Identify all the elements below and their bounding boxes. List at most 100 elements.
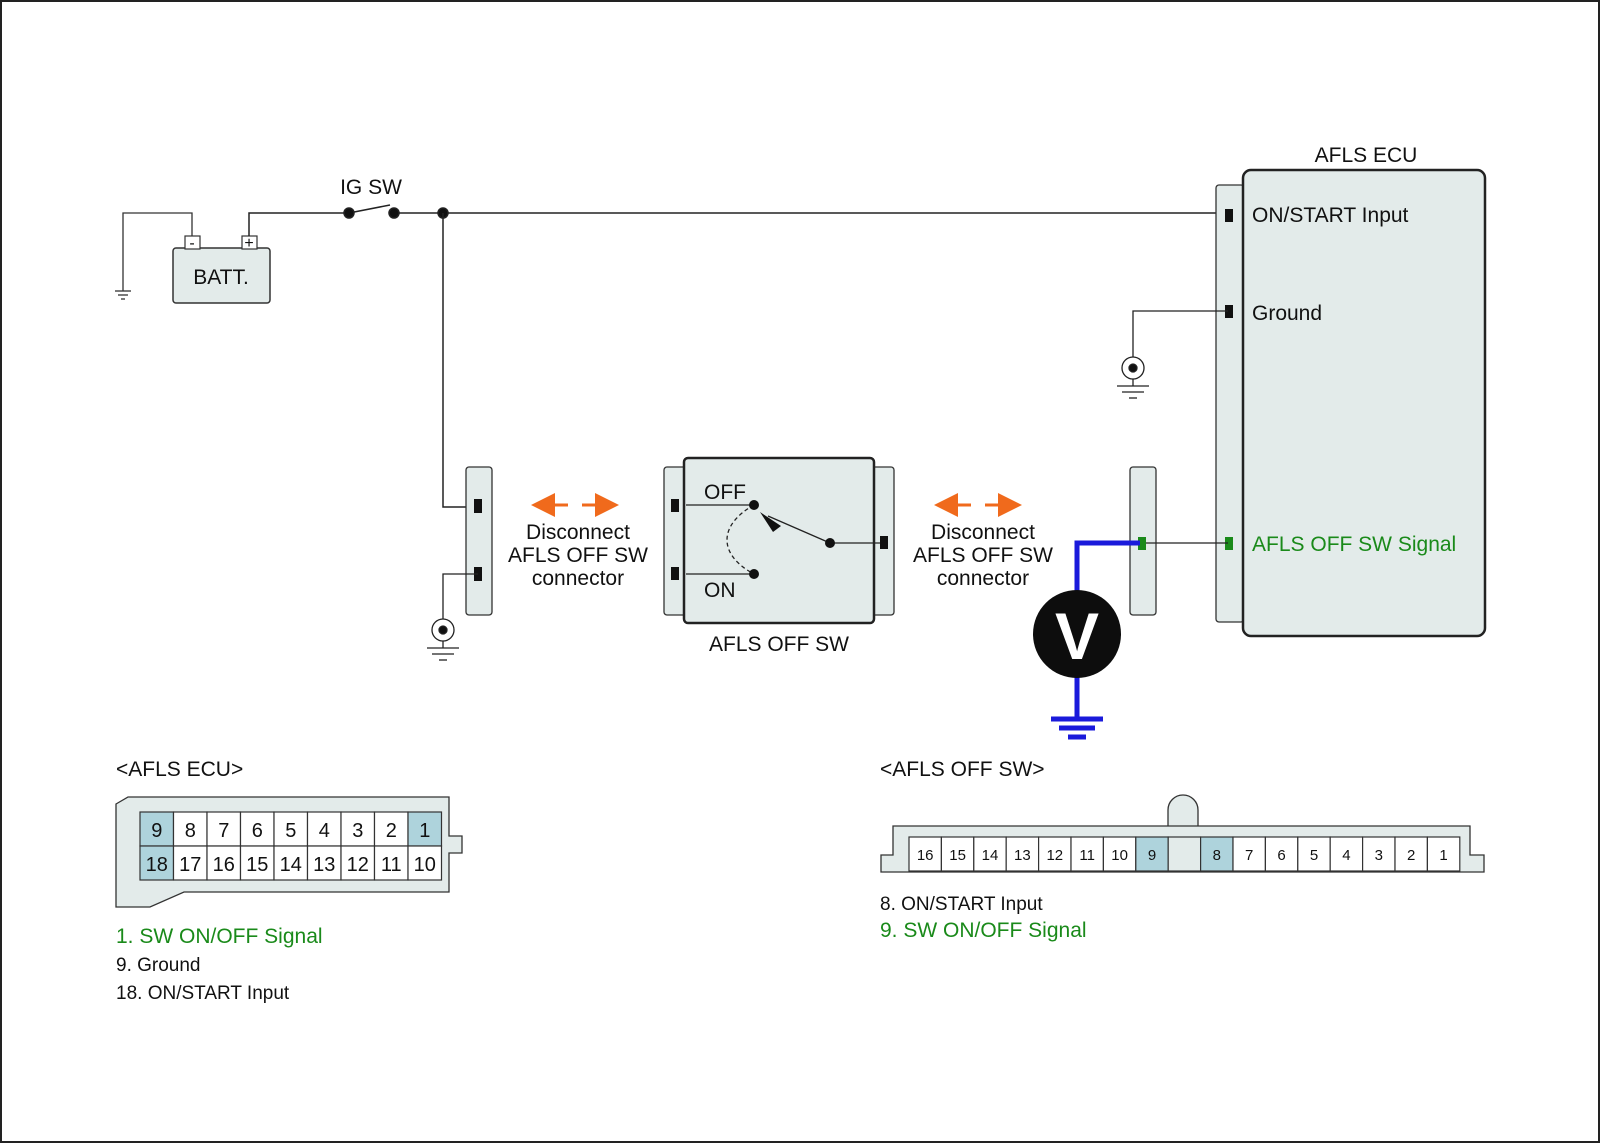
svg-text:connector: connector	[532, 567, 624, 590]
svg-text:15: 15	[246, 854, 268, 876]
sw-pin-2: 2	[1394, 836, 1429, 872]
voltmeter-probe	[1051, 540, 1140, 740]
svg-text:2: 2	[1407, 847, 1415, 864]
ecu-pin-ground: Ground	[1252, 302, 1322, 325]
svg-text:1: 1	[419, 820, 430, 842]
ecu-pin-17: 17	[172, 845, 208, 881]
sw-pin-11: 11	[1070, 836, 1105, 872]
svg-text:11: 11	[381, 854, 402, 876]
sw-legend-2: 9. SW ON/OFF Signal	[880, 919, 1087, 942]
sw-pin-12: 12	[1037, 836, 1072, 872]
svg-text:6: 6	[252, 820, 263, 842]
svg-text:AFLS OFF SW: AFLS OFF SW	[508, 544, 648, 567]
svg-text:1: 1	[1439, 847, 1447, 864]
ecu-pin-5: 5	[273, 811, 309, 847]
left-ground-icon	[427, 573, 478, 661]
svg-text:Disconnect: Disconnect	[526, 521, 630, 544]
ecu-block	[1215, 168, 1487, 638]
ecu-pin-11: 11	[373, 845, 409, 881]
ecu-pin-12: 12	[340, 845, 376, 881]
ecu-pin-13: 13	[306, 845, 342, 881]
svg-text:8: 8	[1213, 847, 1221, 864]
ecu-pin-15: 15	[239, 845, 275, 881]
svg-text:14: 14	[982, 847, 999, 864]
svg-text:5: 5	[285, 820, 296, 842]
disconnect-note-left: Disconnect AFLS OFF SW connector	[508, 521, 648, 590]
ecu-pin-7: 7	[206, 811, 242, 847]
svg-text:5: 5	[1310, 847, 1318, 864]
svg-text:3: 3	[1375, 847, 1383, 864]
ecu-legend-3: 18. ON/START Input	[116, 983, 290, 1004]
sw-pin-4: 4	[1329, 836, 1364, 872]
ecu-pin-3: 3	[340, 811, 376, 847]
right-harness-connector	[1129, 466, 1228, 616]
battery: - + BATT.	[172, 235, 271, 304]
ecu-pin-10: 10	[407, 845, 443, 881]
ecu-pin-16: 16	[206, 845, 242, 881]
sw-pin-9: 9	[1135, 836, 1169, 872]
sw-connector-title: <AFLS OFF SW>	[880, 758, 1045, 781]
ecu-pin-2: 2	[373, 811, 409, 847]
svg-text:8: 8	[185, 820, 196, 842]
ecu-pin-on-start: ON/START Input	[1252, 204, 1409, 227]
svg-text:7: 7	[218, 820, 229, 842]
ecu-ground-icon	[1117, 310, 1228, 399]
sw-pin-14: 14	[973, 836, 1007, 872]
afls-off-switch	[663, 456, 895, 625]
ig-switch	[248, 204, 1228, 508]
sw-pin-blank	[1167, 836, 1202, 872]
svg-text:16: 16	[213, 854, 235, 876]
battery-label: BATT.	[193, 266, 249, 289]
sw-pin-15: 15	[940, 836, 975, 872]
sw-pin-5: 5	[1297, 836, 1331, 872]
svg-text:10: 10	[414, 854, 436, 876]
ecu-pin-18: 18	[139, 845, 175, 881]
ecu-pin-14: 14	[273, 845, 309, 881]
switch-off-label: OFF	[704, 481, 746, 504]
svg-text:16: 16	[917, 847, 934, 864]
voltmeter-symbol: V	[1055, 599, 1099, 673]
sw-pin-10: 10	[1102, 836, 1137, 872]
ecu-pin-1: 1	[407, 811, 443, 847]
sw-pin-16: 16	[908, 836, 943, 872]
voltmeter-icon: V	[1033, 590, 1121, 678]
sw-pin-7: 7	[1232, 836, 1267, 872]
svg-text:4: 4	[1342, 847, 1350, 864]
ecu-pin-9: 9	[139, 811, 175, 847]
ecu-legend-1: 1. SW ON/OFF Signal	[116, 925, 323, 948]
ecu-pin-signal: AFLS OFF SW Signal	[1252, 533, 1456, 556]
svg-text:10: 10	[1111, 847, 1128, 864]
ecu-pin-4: 4	[306, 811, 342, 847]
switch-title: AFLS OFF SW	[709, 633, 849, 656]
ecu-pin-8: 8	[172, 811, 208, 847]
svg-text:6: 6	[1277, 847, 1285, 864]
svg-text:14: 14	[280, 854, 302, 876]
sw-pin-3: 3	[1361, 836, 1396, 872]
svg-text:2: 2	[386, 820, 397, 842]
svg-text:connector: connector	[937, 567, 1029, 590]
ecu-connector-legend: 1. SW ON/OFF Signal 9. Ground 18. ON/STA…	[116, 925, 323, 1004]
svg-text:18: 18	[146, 854, 168, 876]
ecu-legend-2: 9. Ground	[116, 955, 201, 976]
battery-pos-sign: +	[244, 235, 253, 252]
svg-text:13: 13	[313, 854, 335, 876]
sw-legend-1: 8. ON/START Input	[880, 894, 1043, 915]
svg-text:9: 9	[151, 820, 162, 842]
svg-text:7: 7	[1245, 847, 1253, 864]
ecu-connector-title: <AFLS ECU>	[116, 758, 243, 781]
sw-pin-8: 8	[1199, 836, 1234, 872]
chassis-ground-icon	[115, 212, 193, 300]
sw-pin-1: 1	[1426, 836, 1461, 872]
svg-text:9: 9	[1148, 847, 1156, 864]
svg-text:15: 15	[949, 847, 966, 864]
svg-text:AFLS OFF SW: AFLS OFF SW	[913, 544, 1053, 567]
svg-text:3: 3	[352, 820, 363, 842]
disconnect-note-right: Disconnect AFLS OFF SW connector	[913, 521, 1053, 590]
left-harness-connector	[465, 466, 493, 616]
svg-text:12: 12	[347, 854, 369, 876]
switch-on-label: ON	[704, 579, 736, 602]
svg-text:12: 12	[1046, 847, 1063, 864]
